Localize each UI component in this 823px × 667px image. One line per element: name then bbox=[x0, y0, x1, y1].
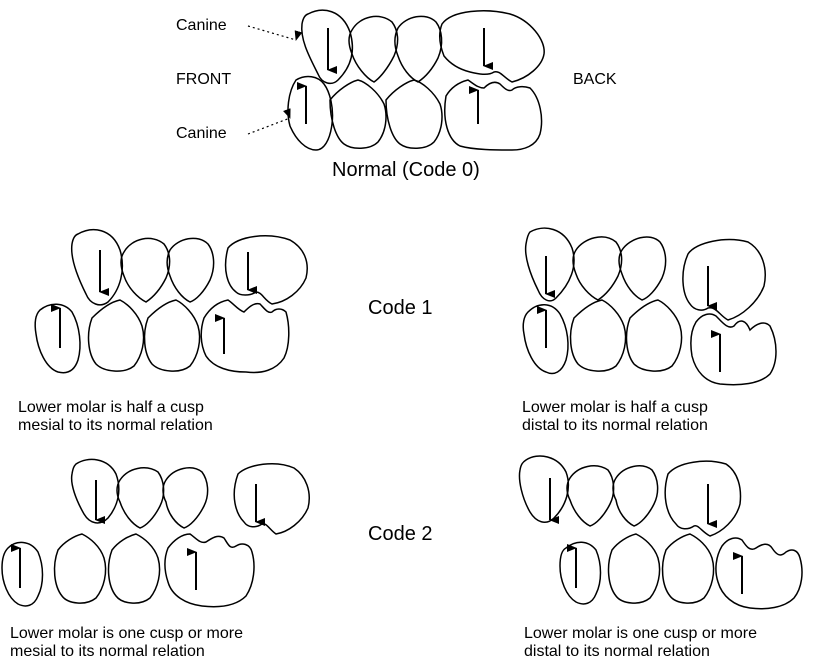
lower-premolar-2 bbox=[107, 533, 161, 604]
lower-premolar-2 bbox=[661, 533, 715, 604]
code1-mesial-caption-line2: mesial to its normal relation bbox=[18, 417, 213, 434]
code1-mesial-caption-line1: Lower molar is half a cusp bbox=[18, 399, 204, 416]
lower-molar bbox=[690, 313, 777, 386]
lower-molar bbox=[444, 79, 543, 151]
upper-molar bbox=[682, 238, 766, 321]
lower-premolar-2 bbox=[385, 79, 443, 149]
back-label: BACK bbox=[573, 71, 617, 88]
lower-canine-tooth bbox=[287, 75, 334, 151]
lower-premolar-2 bbox=[143, 299, 201, 372]
lower-canine-tooth bbox=[522, 304, 569, 375]
lower-molar bbox=[715, 537, 803, 610]
upper-premolar-2 bbox=[162, 467, 209, 529]
code2-distal-caption-line1: Lower molar is one cusp or more bbox=[524, 625, 757, 642]
code2-mesial-caption-line2: mesial to its normal relation bbox=[10, 643, 205, 660]
code2-label: Code 2 bbox=[368, 523, 433, 545]
code1-mesial-group bbox=[34, 228, 308, 374]
lower-premolar-1 bbox=[329, 79, 387, 149]
lower-premolar-1 bbox=[607, 533, 661, 604]
front-label: FRONT bbox=[176, 71, 232, 88]
upper-molar bbox=[224, 235, 308, 305]
upper-canine-tooth bbox=[518, 455, 570, 523]
code1-label: Code 1 bbox=[368, 297, 433, 319]
lower-premolar-1 bbox=[53, 533, 107, 604]
code2-mesial-caption-line1: Lower molar is one cusp or more bbox=[10, 625, 243, 642]
code1-distal-caption-line2: distal to its normal relation bbox=[522, 417, 708, 434]
upper-premolar-2 bbox=[612, 465, 659, 527]
code2-distal-group bbox=[518, 455, 803, 610]
lower-premolar-1 bbox=[87, 299, 145, 372]
lower-canine-tooth bbox=[559, 541, 602, 605]
upper-premolar-1 bbox=[572, 236, 623, 301]
lower-premolar-2 bbox=[625, 299, 683, 372]
upper-molar bbox=[233, 462, 310, 535]
upper-premolar-1 bbox=[566, 465, 615, 527]
code1-distal-caption-line1: Lower molar is half a cusp bbox=[522, 399, 708, 416]
upper-canine-tooth bbox=[301, 9, 354, 85]
code1-distal-group bbox=[522, 227, 777, 386]
code2-mesial-group bbox=[1, 458, 310, 608]
code2-distal-caption-line2: distal to its normal relation bbox=[524, 643, 710, 660]
upper-molar bbox=[439, 10, 545, 83]
lower-molar bbox=[164, 533, 255, 608]
upper-premolar-2 bbox=[618, 236, 667, 301]
upper-premolar-2 bbox=[394, 15, 443, 83]
canine-lower-label: Canine bbox=[176, 125, 227, 142]
lower-molar bbox=[200, 299, 290, 374]
canine-upper-label: Canine bbox=[176, 17, 227, 34]
normal-caption: Normal (Code 0) bbox=[332, 159, 480, 181]
upper-molar bbox=[664, 460, 742, 537]
upper-canine-tooth bbox=[70, 228, 124, 306]
upper-premolar-2 bbox=[166, 237, 215, 303]
upper-premolar-1 bbox=[348, 15, 399, 83]
upper-canine-tooth bbox=[524, 227, 575, 302]
lower-canine-tooth bbox=[34, 303, 81, 374]
upper-premolar-1 bbox=[116, 467, 165, 529]
lower-premolar-1 bbox=[569, 299, 627, 372]
canine-lower-leader bbox=[247, 108, 291, 135]
lower-canine-tooth bbox=[1, 541, 44, 607]
canine-upper-leader bbox=[247, 25, 303, 41]
upper-premolar-1 bbox=[120, 237, 171, 303]
normal-occlusion-group bbox=[247, 9, 545, 151]
